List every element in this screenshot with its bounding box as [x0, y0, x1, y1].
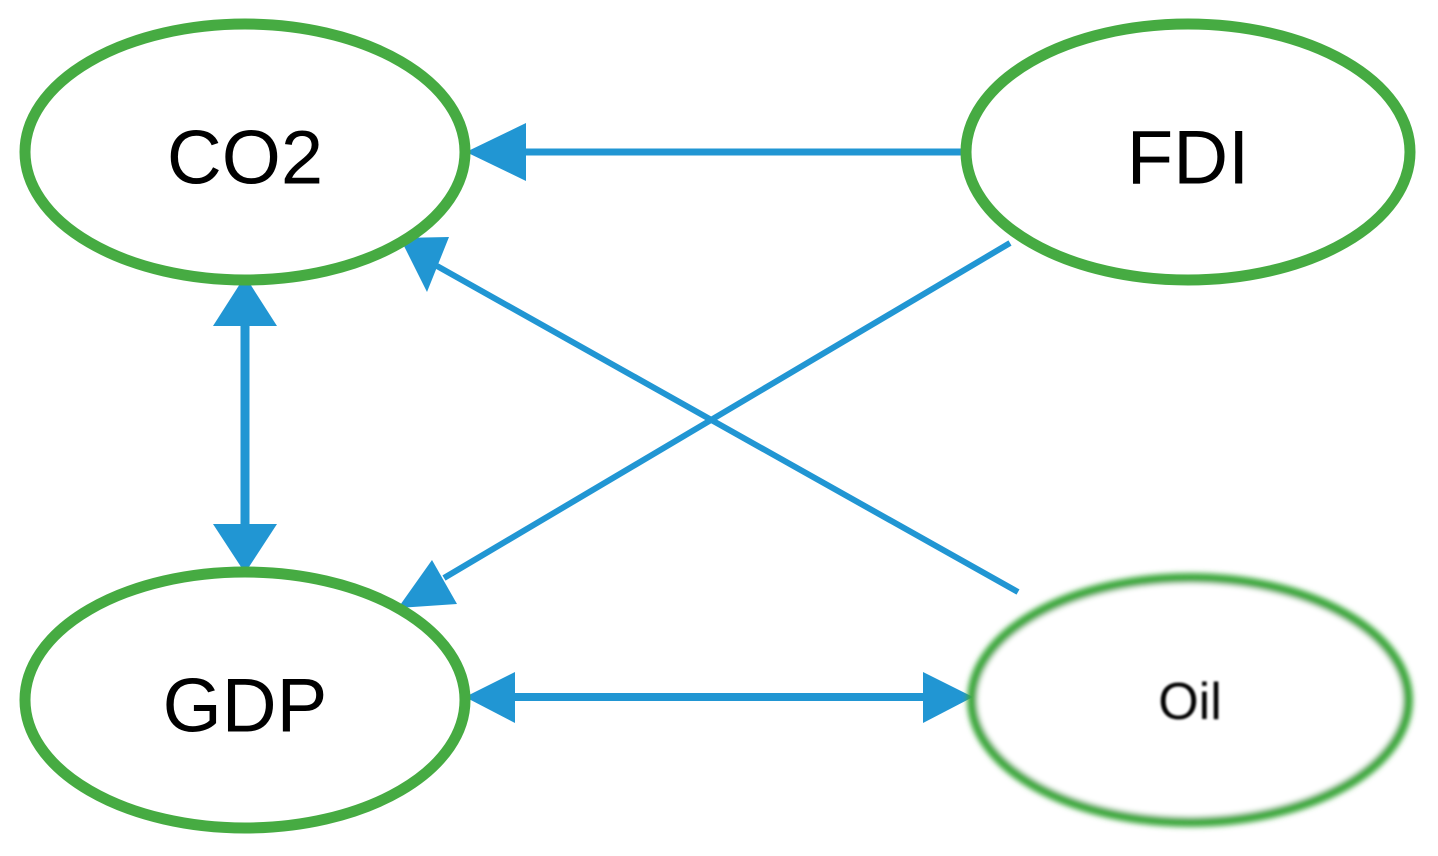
- node-fdi[interactable]: FDI: [960, 18, 1416, 286]
- node-fdi-ellipse: [960, 18, 1416, 286]
- edge-oil-to-co2[interactable]: [400, 237, 1020, 595]
- edge-co2-gdp[interactable]: [213, 276, 277, 573]
- node-oil[interactable]: [967, 573, 1413, 827]
- node-oil-ellipse: [967, 573, 1413, 827]
- arrowhead-into-co2-bottom: [213, 276, 277, 326]
- node-gdp-ellipse: [19, 566, 471, 834]
- arrowhead-into-gdp-upper-right: [398, 560, 457, 608]
- edge-fdi-to-gdp-line: [442, 240, 1012, 581]
- arrowhead-into-gdp-top: [213, 524, 277, 573]
- node-co2-label: CO2: [167, 116, 323, 201]
- node-co2[interactable]: CO2: [19, 18, 471, 286]
- node-co2-ellipse: [19, 18, 471, 286]
- edge-fdi-to-gdp[interactable]: [398, 240, 1012, 608]
- node-gdp[interactable]: GDP: [19, 566, 471, 834]
- arrowhead-into-co2-lower-right: [400, 237, 449, 292]
- node-oil-label-group: Oil: [1158, 673, 1222, 731]
- edge-gdp-oil[interactable]: [465, 672, 973, 723]
- arrowhead-into-oil-left: [923, 672, 973, 723]
- arrowhead-into-gdp-right: [465, 672, 515, 723]
- node-oil-label: Oil: [1158, 673, 1222, 731]
- edges-layer: [213, 123, 1020, 723]
- node-gdp-label: GDP: [163, 664, 328, 749]
- nodes-layer: CO2 FDI GDP Oil: [19, 18, 1416, 834]
- node-fdi-label: FDI: [1127, 116, 1249, 201]
- edge-oil-to-co2-line: [435, 263, 1020, 595]
- arrowhead-into-co2-right: [466, 123, 526, 181]
- edge-fdi-to-co2[interactable]: [466, 123, 968, 181]
